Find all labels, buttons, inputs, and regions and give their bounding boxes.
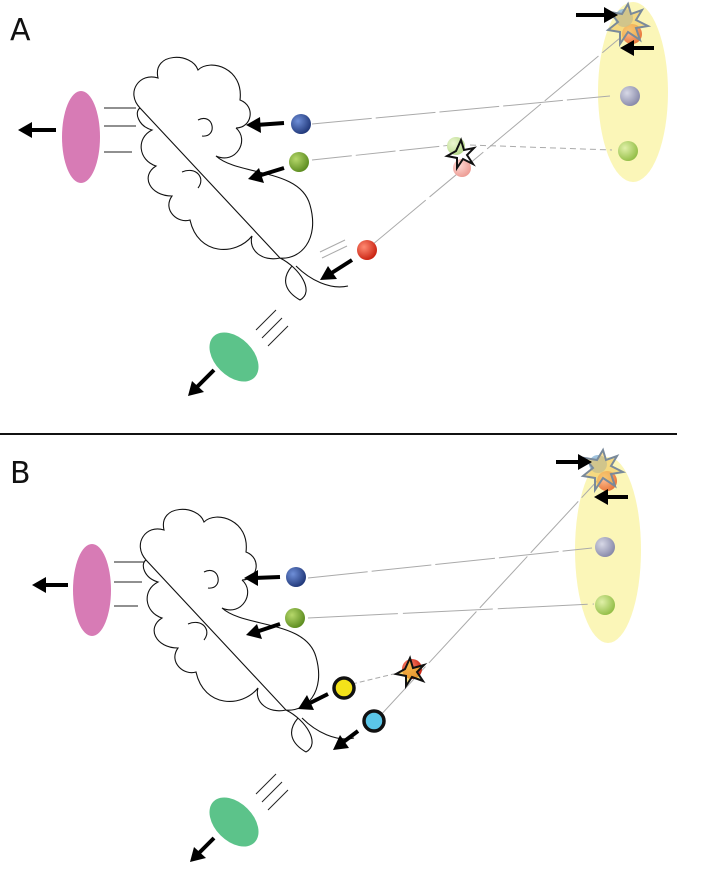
panel-b-label: B [10, 456, 31, 491]
blue-ball [291, 114, 311, 134]
star-burst-icon [393, 655, 428, 690]
green-ellipse [209, 797, 259, 847]
grey-ball [620, 86, 640, 106]
green-ball [285, 608, 305, 628]
green-ball [289, 152, 309, 172]
green-connector-lines [255, 309, 289, 347]
dashed-tracks [311, 37, 621, 259]
pink-ellipse [62, 91, 100, 183]
panel-a-label: A [10, 13, 31, 48]
cloud-outline [139, 508, 355, 753]
cyan-marker [362, 709, 386, 733]
green-connector-lines [255, 773, 289, 811]
cloud-outline [133, 56, 349, 301]
arrows [18, 7, 654, 396]
yellow-marker [332, 676, 356, 700]
green-ellipse [209, 332, 259, 382]
arrows [32, 454, 628, 862]
light-green-ball [618, 141, 638, 161]
light-green-ball [595, 595, 615, 615]
blue-ball [286, 567, 306, 587]
pink-ellipse [73, 544, 111, 636]
pink-connector-lines [104, 107, 136, 153]
panel-a: A [10, 1, 668, 396]
grey-ball [595, 537, 615, 557]
pink-connector-lines [114, 561, 144, 607]
panel-b: B [10, 447, 641, 862]
red-ball [357, 240, 377, 260]
star-burst-icon [444, 137, 478, 172]
